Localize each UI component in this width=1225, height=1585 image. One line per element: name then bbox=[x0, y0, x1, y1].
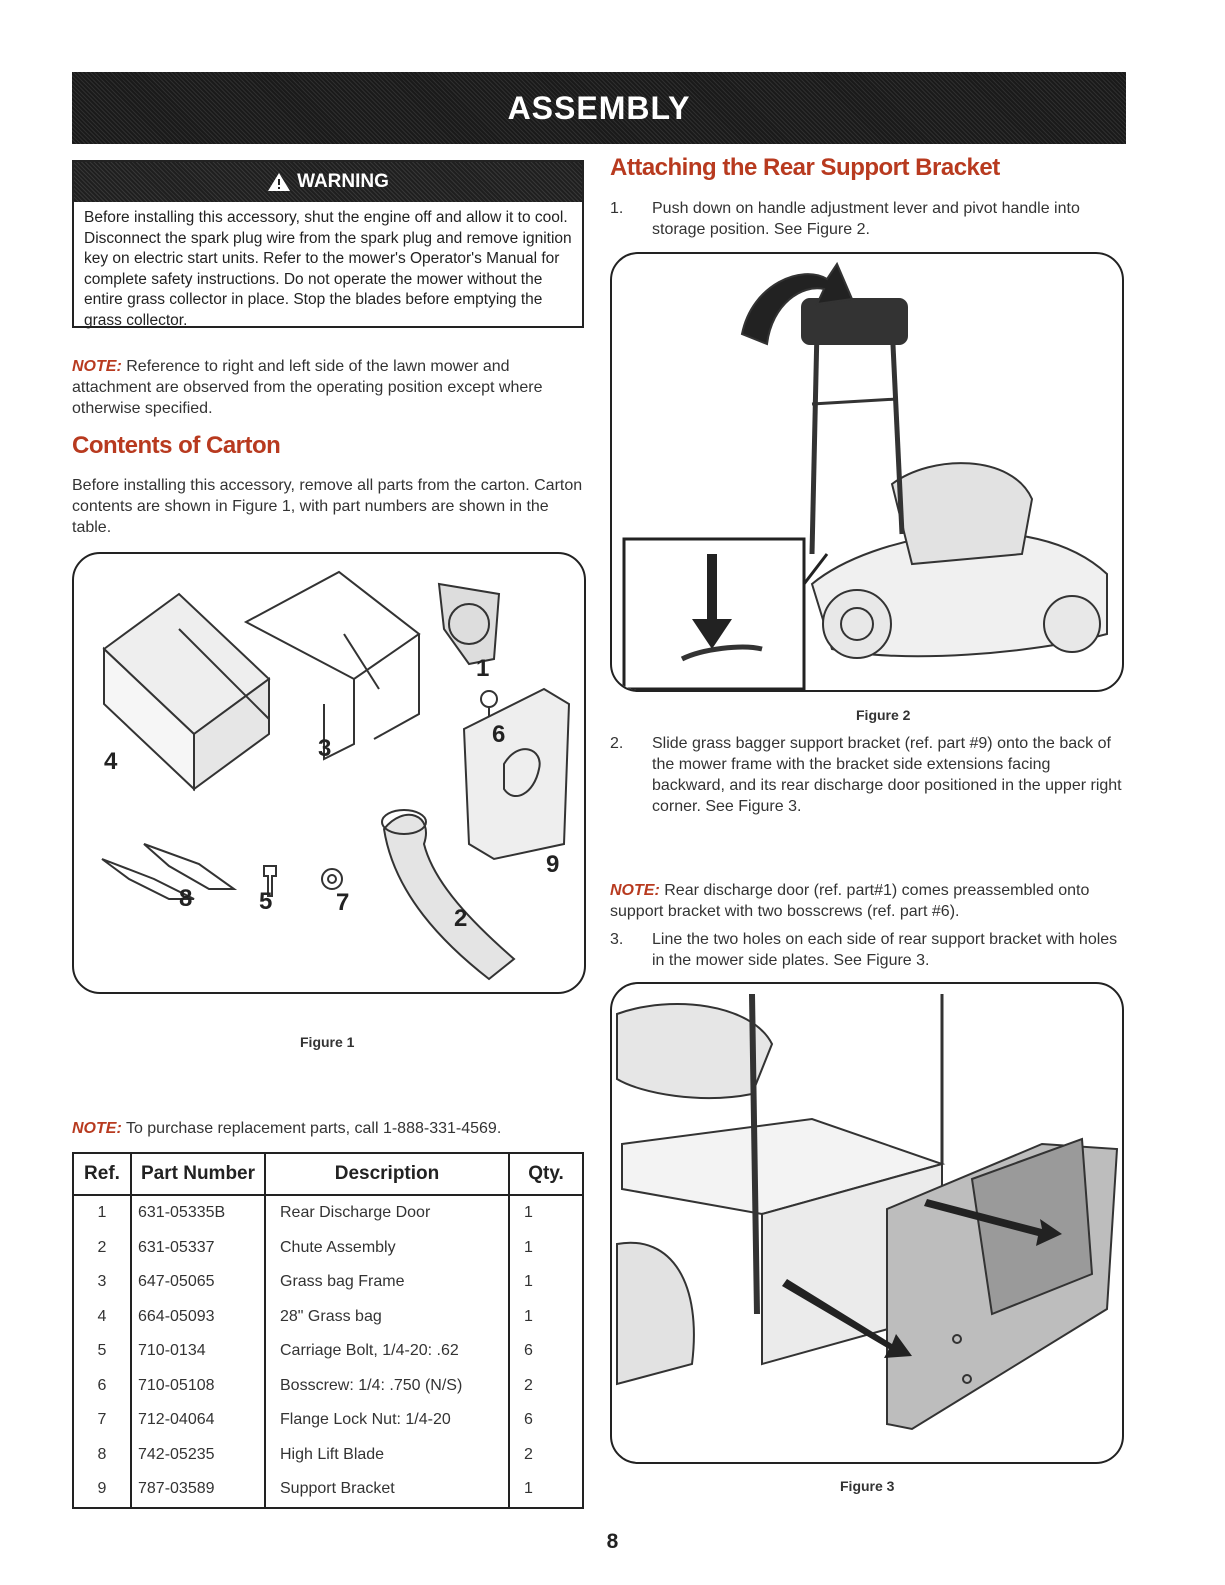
cell-ref: 1 bbox=[72, 1195, 132, 1231]
cell-description: Flange Lock Nut: 1/4-20 bbox=[264, 1403, 510, 1438]
step-1: 1. Push down on handle adjustment lever … bbox=[610, 198, 1122, 240]
table-row: 7 712-04064 Flange Lock Nut: 1/4-20 6 bbox=[72, 1403, 584, 1438]
cell-description: Chute Assembly bbox=[264, 1230, 510, 1265]
table-row: 6 710-05108 Bosscrew: 1/4: .750 (N/S) 2 bbox=[72, 1368, 584, 1403]
header-description: Description bbox=[264, 1152, 510, 1196]
cell-ref: 7 bbox=[72, 1403, 132, 1438]
rear-bracket-heading: Attaching the Rear Support Bracket bbox=[610, 154, 1000, 181]
warning-title: WARNING bbox=[297, 171, 389, 192]
callout-6: 6 bbox=[492, 721, 505, 748]
cell-description: High Lift Blade bbox=[264, 1437, 510, 1472]
cell-qty: 6 bbox=[508, 1403, 584, 1438]
table-header-row: Ref. Part Number Description Qty. bbox=[72, 1152, 584, 1196]
table-row: 4 664-05093 28" Grass bag 1 bbox=[72, 1299, 584, 1334]
warning-box: WARNING Before installing this accessory… bbox=[72, 160, 584, 329]
step-number: 2. bbox=[610, 735, 624, 752]
header-ref: Ref. bbox=[72, 1152, 132, 1196]
cell-description: 28" Grass bag bbox=[264, 1299, 510, 1334]
table-row: 9 787-03589 Support Bracket 1 bbox=[72, 1472, 584, 1509]
header-qty: Qty. bbox=[508, 1152, 584, 1196]
cell-description: Support Bracket bbox=[264, 1472, 510, 1509]
cell-qty: 1 bbox=[508, 1195, 584, 1231]
parts-table: Ref. Part Number Description Qty. 1 631-… bbox=[72, 1152, 584, 1509]
table-row: 3 647-05065 Grass bag Frame 1 bbox=[72, 1265, 584, 1300]
warning-triangle-icon bbox=[268, 173, 291, 191]
header-part-number: Part Number bbox=[130, 1152, 266, 1196]
cell-part-number: 787-03589 bbox=[130, 1472, 266, 1509]
cell-qty: 1 bbox=[508, 1299, 584, 1334]
note-label: NOTE: bbox=[610, 882, 660, 899]
callout-2: 2 bbox=[454, 905, 467, 932]
cell-ref: 6 bbox=[72, 1368, 132, 1403]
figure-2 bbox=[610, 252, 1124, 692]
note-sides: NOTE: Reference to right and left side o… bbox=[72, 356, 584, 419]
cell-part-number: 631-05337 bbox=[130, 1230, 266, 1265]
cell-ref: 9 bbox=[72, 1472, 132, 1509]
cell-part-number: 710-05108 bbox=[130, 1368, 266, 1403]
note-text: Reference to right and left side of the … bbox=[72, 358, 543, 417]
step-text: Slide grass bagger support bracket (ref.… bbox=[652, 735, 1122, 815]
cell-ref: 8 bbox=[72, 1437, 132, 1472]
step-3: 3. Line the two holes on each side of re… bbox=[610, 929, 1122, 971]
step-number: 1. bbox=[610, 200, 624, 217]
cell-qty: 1 bbox=[508, 1230, 584, 1265]
callout-5: 5 bbox=[259, 888, 272, 915]
note-text: Rear discharge door (ref. part#1) comes … bbox=[610, 882, 1090, 920]
step-text: Push down on handle adjustment lever and… bbox=[652, 200, 1080, 238]
cell-part-number: 664-05093 bbox=[130, 1299, 266, 1334]
page-number: 8 bbox=[606, 1530, 619, 1553]
contents-heading: Contents of Carton bbox=[72, 432, 281, 459]
figure-3 bbox=[610, 982, 1124, 1464]
cell-description: Grass bag Frame bbox=[264, 1265, 510, 1300]
cell-qty: 2 bbox=[508, 1437, 584, 1472]
note-label: NOTE: bbox=[72, 1120, 122, 1137]
cell-description: Carriage Bolt, 1/4-20: .62 bbox=[264, 1334, 510, 1369]
cell-qty: 2 bbox=[508, 1368, 584, 1403]
carton-contents-illustration: 1 2 3 4 5 6 7 8 9 bbox=[101, 570, 571, 981]
step-2: 2. Slide grass bagger support bracket (r… bbox=[610, 733, 1122, 817]
step-number: 3. bbox=[610, 931, 624, 948]
cell-description: Bosscrew: 1/4: .750 (N/S) bbox=[264, 1368, 510, 1403]
cell-qty: 1 bbox=[508, 1265, 584, 1300]
cell-qty: 1 bbox=[508, 1472, 584, 1509]
cell-ref: 2 bbox=[72, 1230, 132, 1265]
figure-3-caption: Figure 3 bbox=[840, 1478, 895, 1494]
callout-4: 4 bbox=[104, 748, 118, 775]
warning-title-bar: WARNING bbox=[74, 162, 582, 202]
contents-text: Before installing this accessory, remove… bbox=[72, 477, 583, 536]
table-row: 2 631-05337 Chute Assembly 1 bbox=[72, 1230, 584, 1265]
callout-3: 3 bbox=[318, 735, 331, 762]
callout-7: 7 bbox=[336, 889, 349, 916]
figure-2-caption: Figure 2 bbox=[856, 707, 911, 723]
table-row: 8 742-05235 High Lift Blade 2 bbox=[72, 1437, 584, 1472]
cell-ref: 3 bbox=[72, 1265, 132, 1300]
callout-8: 8 bbox=[179, 885, 192, 912]
section-header: ASSEMBLY bbox=[72, 72, 1126, 144]
cell-part-number: 712-04064 bbox=[130, 1403, 266, 1438]
note-text: To purchase replacement parts, call 1-88… bbox=[125, 1120, 502, 1137]
section-title: ASSEMBLY bbox=[507, 89, 691, 126]
cell-description: Rear Discharge Door bbox=[264, 1195, 510, 1231]
cell-part-number: 631-05335B bbox=[130, 1195, 266, 1231]
bracket-alignment-illustration bbox=[616, 993, 1119, 1431]
figure-1-caption: Figure 1 bbox=[300, 1034, 355, 1050]
cell-qty: 6 bbox=[508, 1334, 584, 1369]
cell-ref: 5 bbox=[72, 1334, 132, 1369]
cell-part-number: 710-0134 bbox=[130, 1334, 266, 1369]
warning-text: Before installing this accessory, shut t… bbox=[84, 209, 572, 329]
callout-9: 9 bbox=[546, 851, 559, 878]
step-text: Line the two holes on each side of rear … bbox=[652, 931, 1118, 969]
note-label: NOTE: bbox=[72, 358, 122, 375]
cell-ref: 4 bbox=[72, 1299, 132, 1334]
figure-1: 1 2 3 4 5 6 7 8 9 bbox=[72, 552, 586, 994]
table-row: 5 710-0134 Carriage Bolt, 1/4-20: .62 6 bbox=[72, 1334, 584, 1369]
callout-1: 1 bbox=[476, 655, 489, 682]
cell-part-number: 647-05065 bbox=[130, 1265, 266, 1300]
note-replacement-parts: NOTE: To purchase replacement parts, cal… bbox=[72, 1118, 584, 1139]
table-row: 1 631-05335B Rear Discharge Door 1 bbox=[72, 1195, 584, 1231]
cell-part-number: 742-05235 bbox=[130, 1437, 266, 1472]
handle-storage-illustration bbox=[622, 261, 1108, 690]
note-door-preassembled: NOTE: Rear discharge door (ref. part#1) … bbox=[610, 880, 1122, 922]
